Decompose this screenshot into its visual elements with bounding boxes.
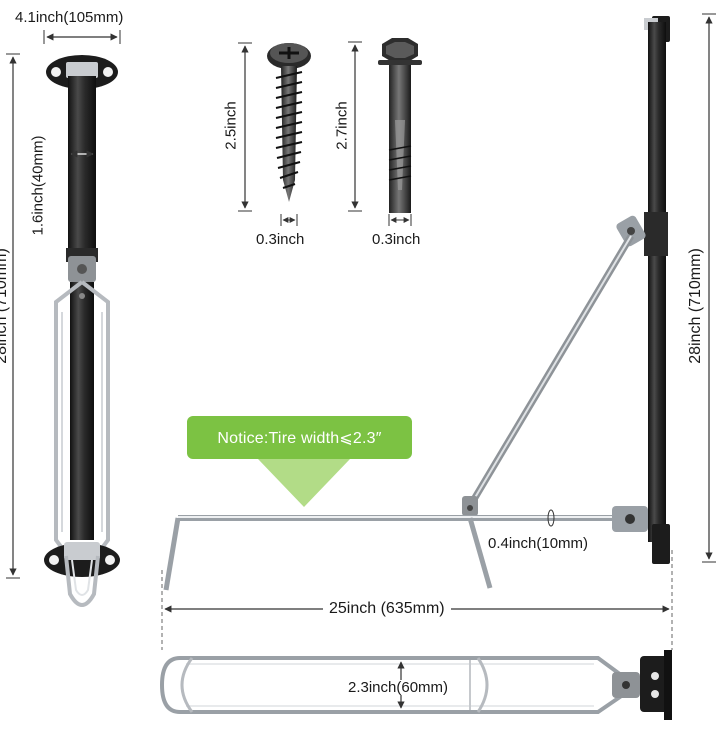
label-screw-length: 2.5inch [222, 101, 240, 150]
label-height-left: 28inch (710mm) [0, 248, 10, 364]
expansion-bolt [378, 38, 422, 213]
front-view-stand [44, 55, 120, 607]
dim-rod-diameter [547, 509, 555, 527]
label-tube-width: 1.6inch(40mm) [29, 135, 47, 236]
dim-bolt-length [348, 41, 362, 212]
label-arm-length: 25inch (635mm) [323, 601, 451, 617]
dim-height-right [702, 13, 716, 563]
dim-mount-width [43, 30, 121, 44]
dim-screw-diameter [280, 214, 298, 226]
notice-tire-width: Notice:Tire width⩽2.3″ [187, 416, 412, 459]
wood-screw [267, 43, 311, 202]
label-bolt-length: 2.7inch [333, 101, 351, 150]
side-view-stand [163, 16, 670, 591]
label-height-right: 28inch (710mm) [686, 248, 704, 364]
notice-arrow-icon [258, 459, 350, 507]
label-screw-diameter: 0.3inch [256, 231, 305, 248]
label-bolt-diameter: 0.3inch [372, 231, 421, 248]
dim-height-left [6, 53, 20, 579]
label-rod-diameter: 0.4inch(10mm) [488, 535, 589, 552]
dim-bolt-diameter [388, 214, 412, 226]
top-view-tray [159, 650, 672, 720]
label-tray-width: 2.3inch(60mm) [346, 679, 451, 696]
label-mount-width: 4.1inch(105mm) [15, 9, 124, 26]
dim-screw-length [238, 42, 252, 212]
